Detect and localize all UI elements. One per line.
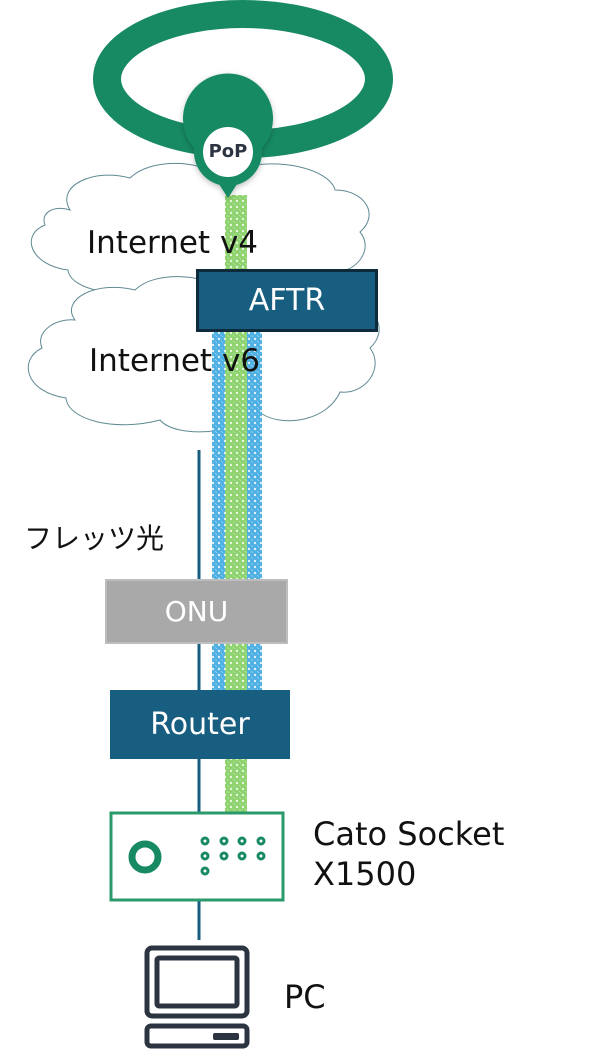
port-leds-icon bbox=[200, 836, 266, 876]
pc-label: PC bbox=[284, 978, 326, 1016]
aftr-box[interactable]: AFTR bbox=[196, 269, 378, 332]
aftr-label: AFTR bbox=[248, 283, 326, 318]
socket-label-line1: Cato Socket bbox=[313, 815, 505, 853]
internet-v6-label: Internet v6 bbox=[89, 343, 261, 379]
onu-label: ONU bbox=[164, 595, 229, 628]
onu-box[interactable]: ONU bbox=[105, 579, 288, 644]
socket-label-line2: X1500 bbox=[313, 855, 417, 893]
internet-v4-label: Internet v4 bbox=[87, 225, 259, 261]
ipv4-tunnel bbox=[225, 195, 247, 812]
cato-logo-ring-icon bbox=[128, 840, 162, 874]
flets-label: フレッツ光 bbox=[24, 522, 165, 555]
cato-socket-device[interactable] bbox=[109, 811, 285, 902]
pop-label: PoP bbox=[208, 141, 248, 162]
pc-drive-slot bbox=[213, 1033, 239, 1040]
pc-icon[interactable] bbox=[144, 945, 250, 1049]
pop-marker[interactable] bbox=[183, 73, 273, 198]
router-box[interactable]: Router bbox=[110, 690, 290, 759]
router-label: Router bbox=[150, 707, 250, 742]
